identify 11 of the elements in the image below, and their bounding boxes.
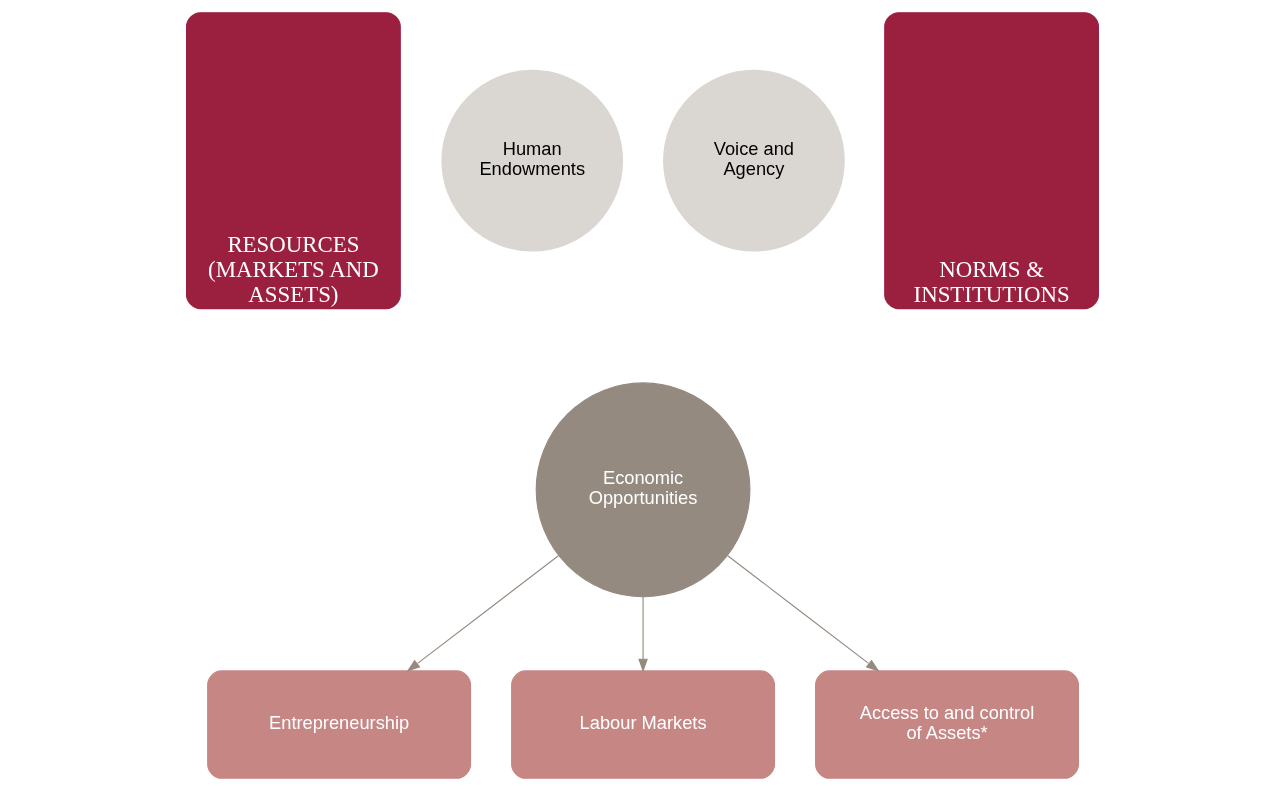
node-box: Access to and control of Assets* — [815, 670, 1079, 779]
arrow — [406, 555, 559, 672]
node-box: Entrepreneurship — [207, 670, 472, 779]
node-box: Labour Markets — [511, 670, 776, 779]
node-box: RESOURCES (MARKETS AND ASSETS) — [186, 12, 401, 310]
node-circle: Human Endowments — [441, 69, 624, 252]
node-box: NORMS & INSTITUTIONS — [884, 12, 1099, 310]
arrow — [638, 596, 648, 673]
node-circle: Voice and Agency — [663, 69, 845, 252]
arrow — [727, 555, 880, 672]
node-circle: Economic Opportunities — [535, 382, 751, 598]
